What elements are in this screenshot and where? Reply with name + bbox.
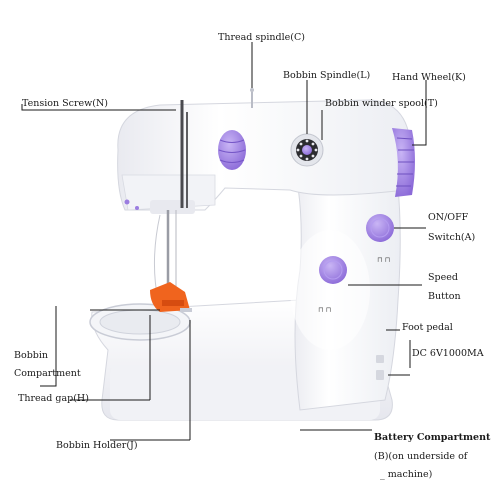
label-bobbin-spindle: Bobbin Spindle(L) — [283, 70, 371, 81]
bobbin-spindle-icon[interactable] — [290, 133, 324, 167]
label-onoff-line1: ON/OFF — [428, 212, 469, 223]
label-bobbin-compartment-line2: Compartment — [14, 368, 81, 379]
label-bobbin-holder: Bobbin Holder(J) — [56, 440, 138, 451]
thread-spindle — [250, 88, 254, 108]
label-tension-screw: Tension Screw(N) — [22, 98, 108, 109]
needle-icon — [153, 100, 188, 301]
power-switch-icon[interactable]: ⊓ ⊓ — [366, 214, 394, 264]
label-battery-line3: _ machine) — [380, 469, 433, 480]
machine-arm — [117, 99, 411, 214]
hand-wheel-icon[interactable] — [392, 128, 415, 197]
label-dc-power: DC 6V1000MA — [412, 348, 484, 359]
presser-foot-icon — [150, 282, 192, 312]
svg-text:⊓ ⊓: ⊓ ⊓ — [377, 256, 390, 264]
label-bobbin-compartment-line1: Bobbin — [14, 350, 49, 361]
leader-lines — [21, 42, 427, 441]
label-thread-gap: Thread gap(H) — [18, 393, 89, 404]
tension-dial-icon[interactable] — [218, 130, 246, 170]
label-bobbin-winder-spool: Bobbin winder spool(T) — [325, 98, 438, 109]
label-foot-pedal: Foot pedal — [402, 322, 453, 333]
label-speed-line2: Button — [428, 291, 461, 302]
label-thread-spindle: Thread spindle(C) — [218, 32, 305, 43]
svg-text:⊓ ⊓: ⊓ ⊓ — [318, 306, 331, 314]
label-battery-line2: (B)(on underside of — [374, 451, 468, 462]
speed-button-icon[interactable]: ⊓ ⊓ — [318, 256, 347, 314]
label-speed-line1: Speed — [428, 272, 458, 283]
label-onoff-line2: Switch(A) — [428, 232, 476, 243]
side-sockets — [376, 355, 384, 380]
label-hand-wheel: Hand Wheel(K) — [392, 72, 466, 83]
label-battery-line1: Battery Compartment — [374, 432, 491, 443]
